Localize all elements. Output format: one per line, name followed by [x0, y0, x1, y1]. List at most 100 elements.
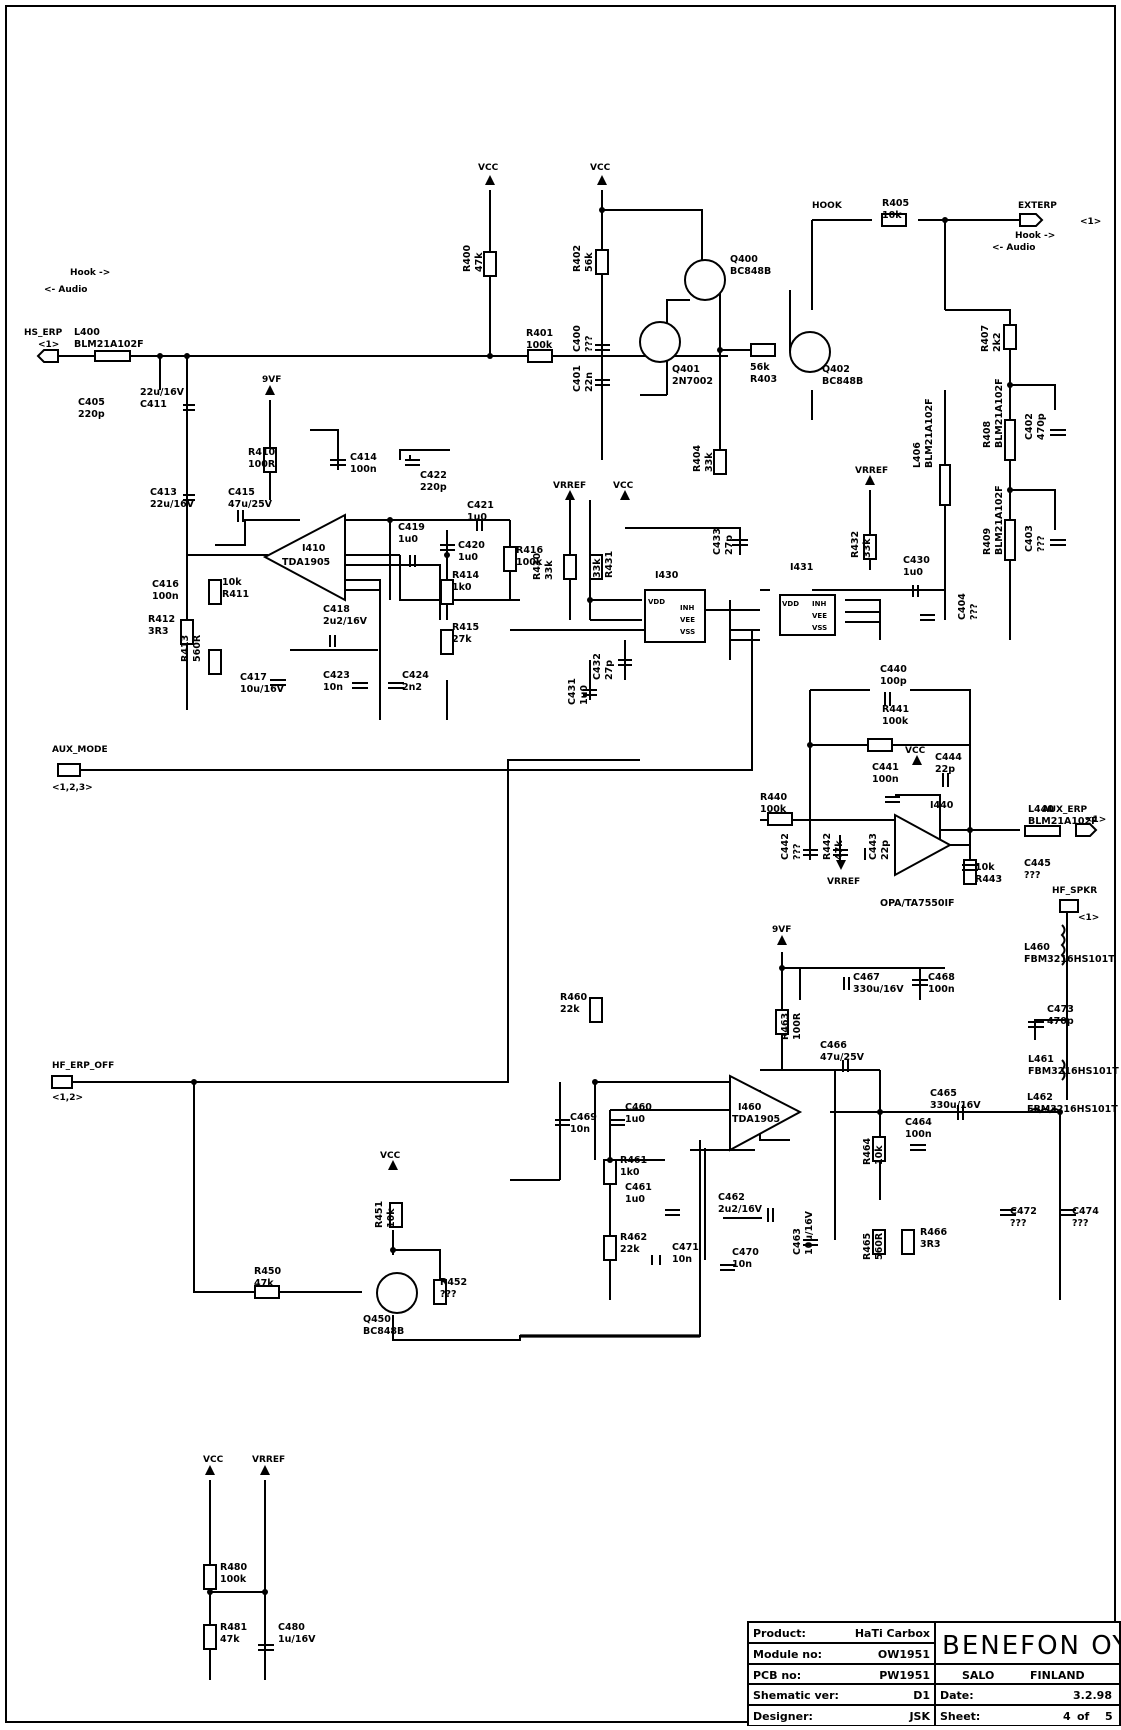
port-hf-spkr: <1>	[1078, 913, 1099, 923]
ic-i431-pin-vee: VEE	[812, 612, 827, 620]
net-vrref-3: VRREF	[827, 877, 860, 887]
ic-i430-name: I430	[655, 570, 679, 581]
note-audio-right: <- Audio	[992, 243, 1036, 253]
part-label-line: BC848B	[730, 266, 771, 277]
ic-i431-pin-inh: INH	[812, 600, 826, 608]
part-label-line: Q450	[363, 1314, 391, 1325]
part-label-line: R410	[248, 447, 276, 458]
part-label-line: ???	[969, 603, 980, 620]
part-label-line: 470p	[1036, 413, 1047, 440]
part-label-line: 100n	[928, 984, 955, 995]
net-aux-erp: AUX_ERP	[1042, 805, 1088, 815]
part-label-line: R400	[462, 244, 473, 272]
part-label-line: 56k	[750, 362, 770, 373]
part-label-line: 470p	[1047, 1016, 1074, 1027]
part-label-line: C424	[402, 670, 429, 681]
net-vcc-5: VCC	[380, 1151, 401, 1161]
part-label-line: 10k	[882, 210, 902, 221]
part-label-line: BLM21A102F	[994, 378, 1005, 448]
part-label-line: BLM21A102F	[74, 339, 144, 350]
part-label-line: 27k	[452, 634, 472, 645]
part-label-line: C441	[872, 762, 899, 773]
part-label-line: C443	[868, 833, 879, 860]
tb-date-label: Date:	[940, 1689, 974, 1702]
part-label-line: 47k	[254, 1278, 274, 1289]
net-hs-erp: HS_ERP	[24, 328, 63, 338]
part-label-line: 100n	[350, 464, 377, 475]
part-label-line: 22u/16V	[150, 499, 195, 510]
part-label-line: 10u/16V	[804, 1210, 815, 1255]
part-label-line: 1u0	[467, 512, 487, 523]
part-label-line: 1u0	[625, 1194, 645, 1205]
part-label-line: C469	[570, 1112, 597, 1123]
net-vrref-4: VRREF	[252, 1455, 285, 1465]
part-label-line: C461	[625, 1182, 652, 1193]
part-label-line: 1u0	[579, 685, 590, 705]
part-label-line: C422	[420, 470, 447, 481]
part-label-line: C423	[323, 670, 350, 681]
part-label-line: C472	[1010, 1206, 1037, 1217]
part-label-line: 100R	[248, 459, 276, 470]
ic-i430-pin-vss: VSS	[680, 628, 695, 636]
part-label-line: 10k	[874, 1145, 885, 1165]
port-hf-erp-off: <1,2>	[52, 1093, 83, 1103]
part-label-line: L462	[1027, 1092, 1053, 1103]
part-label-line: R409	[982, 528, 993, 555]
part-label-line: C462	[718, 1192, 745, 1203]
part-label-line: 22n	[584, 372, 595, 392]
part-c442: C442???	[780, 833, 803, 860]
part-label-line: ???	[1036, 535, 1047, 552]
part-label-line: R411	[222, 589, 249, 600]
part-label-line: 3R3	[920, 1239, 941, 1250]
tb-designer-label: Designer:	[753, 1710, 813, 1723]
part-label-line: R402	[572, 245, 583, 272]
part-label-line: R430	[532, 552, 543, 580]
note-hook-left: Hook ->	[70, 268, 110, 278]
tb-sheet-total: 5	[1105, 1710, 1113, 1723]
part-label-line: FBM3216HS101T	[1028, 1066, 1119, 1077]
part-label-line: C416	[152, 579, 179, 590]
labels: VCC VCC 9VF VRREF VCC VRREF VCC VRREF 9V…	[24, 163, 1106, 1465]
part-label-line: 10n	[570, 1124, 590, 1135]
part-label-line: 33k	[544, 560, 555, 580]
part-label-line: 3R3	[148, 626, 169, 637]
ic-i431-pin-vss: VSS	[812, 624, 827, 632]
part-label-line: C417	[240, 672, 267, 683]
part-label-line: 100k	[516, 557, 543, 568]
part-label-line: ???	[792, 843, 803, 860]
net-9vf-1: 9VF	[262, 375, 281, 385]
part-label-line: 47k	[834, 840, 845, 860]
part-label-line: 100k	[760, 804, 787, 815]
part-label-line: 1u0	[398, 534, 418, 545]
part-label-line: 10k	[222, 577, 242, 588]
part-label-line: 560R	[874, 1232, 885, 1260]
part-label-line: L406	[912, 442, 923, 468]
power-arrows	[205, 175, 922, 1475]
note-hook-right: Hook ->	[1015, 231, 1055, 241]
net-vcc-3: VCC	[613, 481, 634, 491]
port-exterp: <1>	[1080, 217, 1101, 227]
